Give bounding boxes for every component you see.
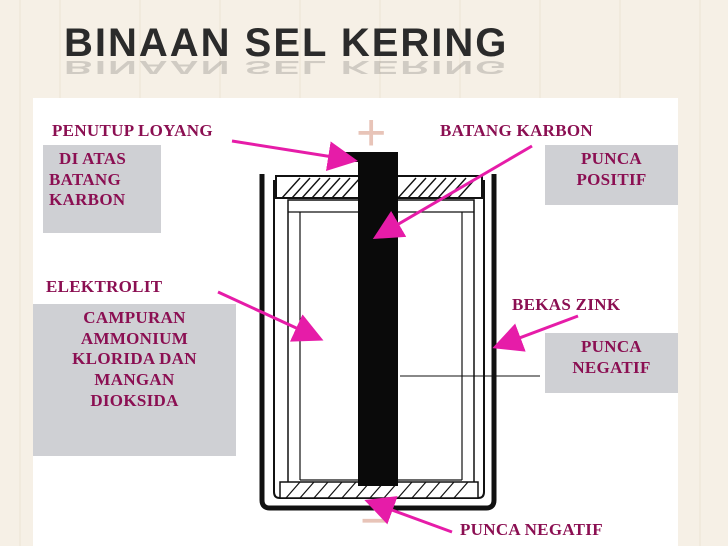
- label-batang-karbon: BATANG KARBON: [440, 121, 593, 140]
- page-title: BINAAN SEL KERING: [64, 21, 508, 65]
- box-line: MANGAN: [94, 370, 175, 390]
- minus-sign: −: [360, 492, 390, 546]
- arrow-bekas-zink: [492, 314, 579, 352]
- box-line: KLORIDA DAN: [72, 349, 197, 369]
- label-punca-negatif-bottom: PUNCA NEGATIF: [460, 520, 603, 539]
- box-line: KARBON: [49, 190, 126, 210]
- label-penutup-loyang: PENUTUP LOYANG: [52, 121, 213, 140]
- plus-sign: +: [356, 104, 386, 162]
- box-line: PUNCA: [581, 337, 642, 356]
- box-line: DI ATAS: [59, 149, 127, 168]
- label-elektrolit: ELEKTROLIT: [46, 277, 163, 296]
- box-line: AMMONIUM: [80, 328, 189, 348]
- page-title-reflection: BINAAN SEL KERING: [64, 57, 508, 77]
- box-line: BATANG: [49, 169, 122, 189]
- box-line: PUNCA: [581, 149, 642, 168]
- box-line: NEGATIF: [572, 357, 651, 377]
- arrow-elektrolit: [217, 290, 324, 342]
- box-line: DIOKSIDA: [90, 390, 179, 410]
- box-punca-positif: PUNCA POSITIF: [545, 145, 678, 205]
- arrow-penutup: [231, 139, 358, 172]
- arrow-punca-negatif: [364, 496, 453, 534]
- box-campuran: CAMPURAN AMMONIUM KLORIDA DAN MANGAN DIO…: [33, 304, 236, 456]
- arrow-batang-karbon: [372, 144, 533, 240]
- carbon-rod: [358, 160, 398, 486]
- box-di-atas-batang-karbon: DI ATAS BATANG KARBON: [43, 145, 161, 233]
- box-line: CAMPURAN: [83, 308, 186, 327]
- brass-cap: [344, 152, 398, 162]
- box-line: POSITIF: [576, 169, 647, 189]
- title-graphic: BINAAN SEL KERING BINAAN SEL KERING: [64, 21, 508, 77]
- box-punca-negatif: PUNCA NEGATIF: [545, 333, 678, 393]
- label-bekas-zink: BEKAS ZINK: [512, 295, 621, 314]
